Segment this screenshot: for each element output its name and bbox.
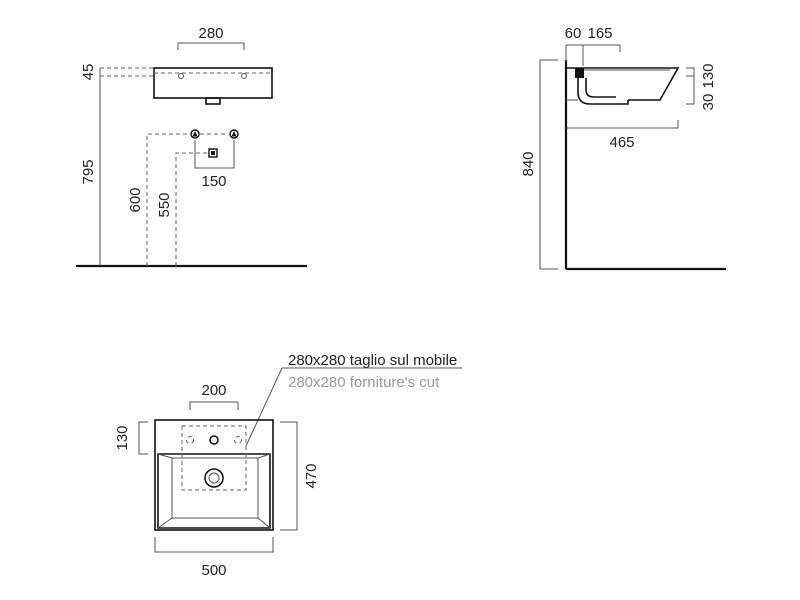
bowl-corner-tr bbox=[257, 453, 271, 459]
cut-note-leader-line bbox=[245, 367, 283, 447]
side-wall-offset-label: 60 bbox=[565, 25, 582, 42]
basin-bowl-outer bbox=[157, 453, 271, 529]
side-top-dimension-line bbox=[565, 44, 621, 62]
drain-line bbox=[175, 152, 208, 266]
bowl-corner-bl bbox=[157, 517, 173, 529]
plan-total-depth-dimension-line bbox=[280, 421, 298, 531]
side-depth-label: 465 bbox=[609, 134, 634, 151]
plan-cut-width-label: 200 bbox=[201, 382, 226, 399]
supply-valve-left-icon bbox=[190, 129, 200, 139]
plan-total-width-dimension-line bbox=[154, 537, 274, 553]
side-rim-label: 30 bbox=[700, 94, 717, 111]
side-right-dimension-line bbox=[686, 67, 695, 105]
front-supply-height-label: 600 bbox=[127, 187, 144, 212]
side-depth-dimension-line bbox=[566, 120, 679, 129]
basin-plan-outline bbox=[154, 419, 274, 531]
bowl-corner-br bbox=[257, 517, 271, 529]
basin-side-profile bbox=[566, 67, 680, 101]
tap-hole-plan-left-icon bbox=[186, 436, 194, 444]
side-height-label: 840 bbox=[520, 151, 537, 176]
drain-plan-outer-icon bbox=[204, 468, 224, 488]
cut-note-italian: 280x280 taglio sul mobile bbox=[288, 352, 457, 369]
front-supply-spacing-label: 150 bbox=[201, 173, 226, 190]
trap-outer bbox=[577, 78, 629, 105]
plan-deck-depth-dimension-line bbox=[138, 421, 148, 455]
tap-hole-plan-center-icon bbox=[209, 435, 219, 445]
side-view: 60 165 465 840 130 30 bbox=[520, 25, 726, 271]
front-height-label: 795 bbox=[80, 159, 97, 184]
tap-hole-right-icon bbox=[241, 73, 247, 79]
bowl-corner-tl bbox=[157, 453, 173, 459]
tap-hole-plan-right-icon bbox=[234, 436, 242, 444]
basin-bowl-inner bbox=[171, 457, 259, 519]
front-top-offset-label: 45 bbox=[80, 64, 97, 81]
side-height-dimension-line bbox=[539, 59, 558, 270]
cut-note-english: 280x280 forniture's cut bbox=[288, 374, 440, 391]
trap-inner bbox=[585, 78, 616, 98]
plan-cut-width-dimension-line bbox=[189, 401, 239, 410]
plan-total-width-label: 500 bbox=[201, 562, 226, 579]
plan-total-depth-label: 470 bbox=[303, 463, 320, 488]
side-tap-offset-label: 165 bbox=[587, 25, 612, 42]
drain-outlet-core bbox=[211, 151, 215, 155]
supply-line-left bbox=[146, 133, 190, 266]
front-width-label: 280 bbox=[198, 25, 223, 42]
width-dimension-line bbox=[177, 42, 245, 50]
side-basin-height-label: 130 bbox=[700, 63, 717, 88]
plan-view: 280x280 taglio sul mobile 280x280 fornit… bbox=[114, 352, 462, 579]
supply-valve-right-icon bbox=[229, 129, 239, 139]
front-drain-height-label: 550 bbox=[156, 192, 173, 217]
supply-spacing-dimension-line bbox=[194, 140, 235, 169]
tap-hole-left-icon bbox=[178, 73, 184, 79]
plan-deck-depth-label: 130 bbox=[114, 425, 131, 450]
drain-plan-inner-icon bbox=[208, 472, 220, 484]
cabinet-cut-outline bbox=[181, 425, 247, 491]
tap-side-icon bbox=[575, 68, 584, 78]
drain-stub bbox=[205, 97, 221, 105]
front-view: 280 45 795 600 550 150 bbox=[76, 25, 307, 268]
